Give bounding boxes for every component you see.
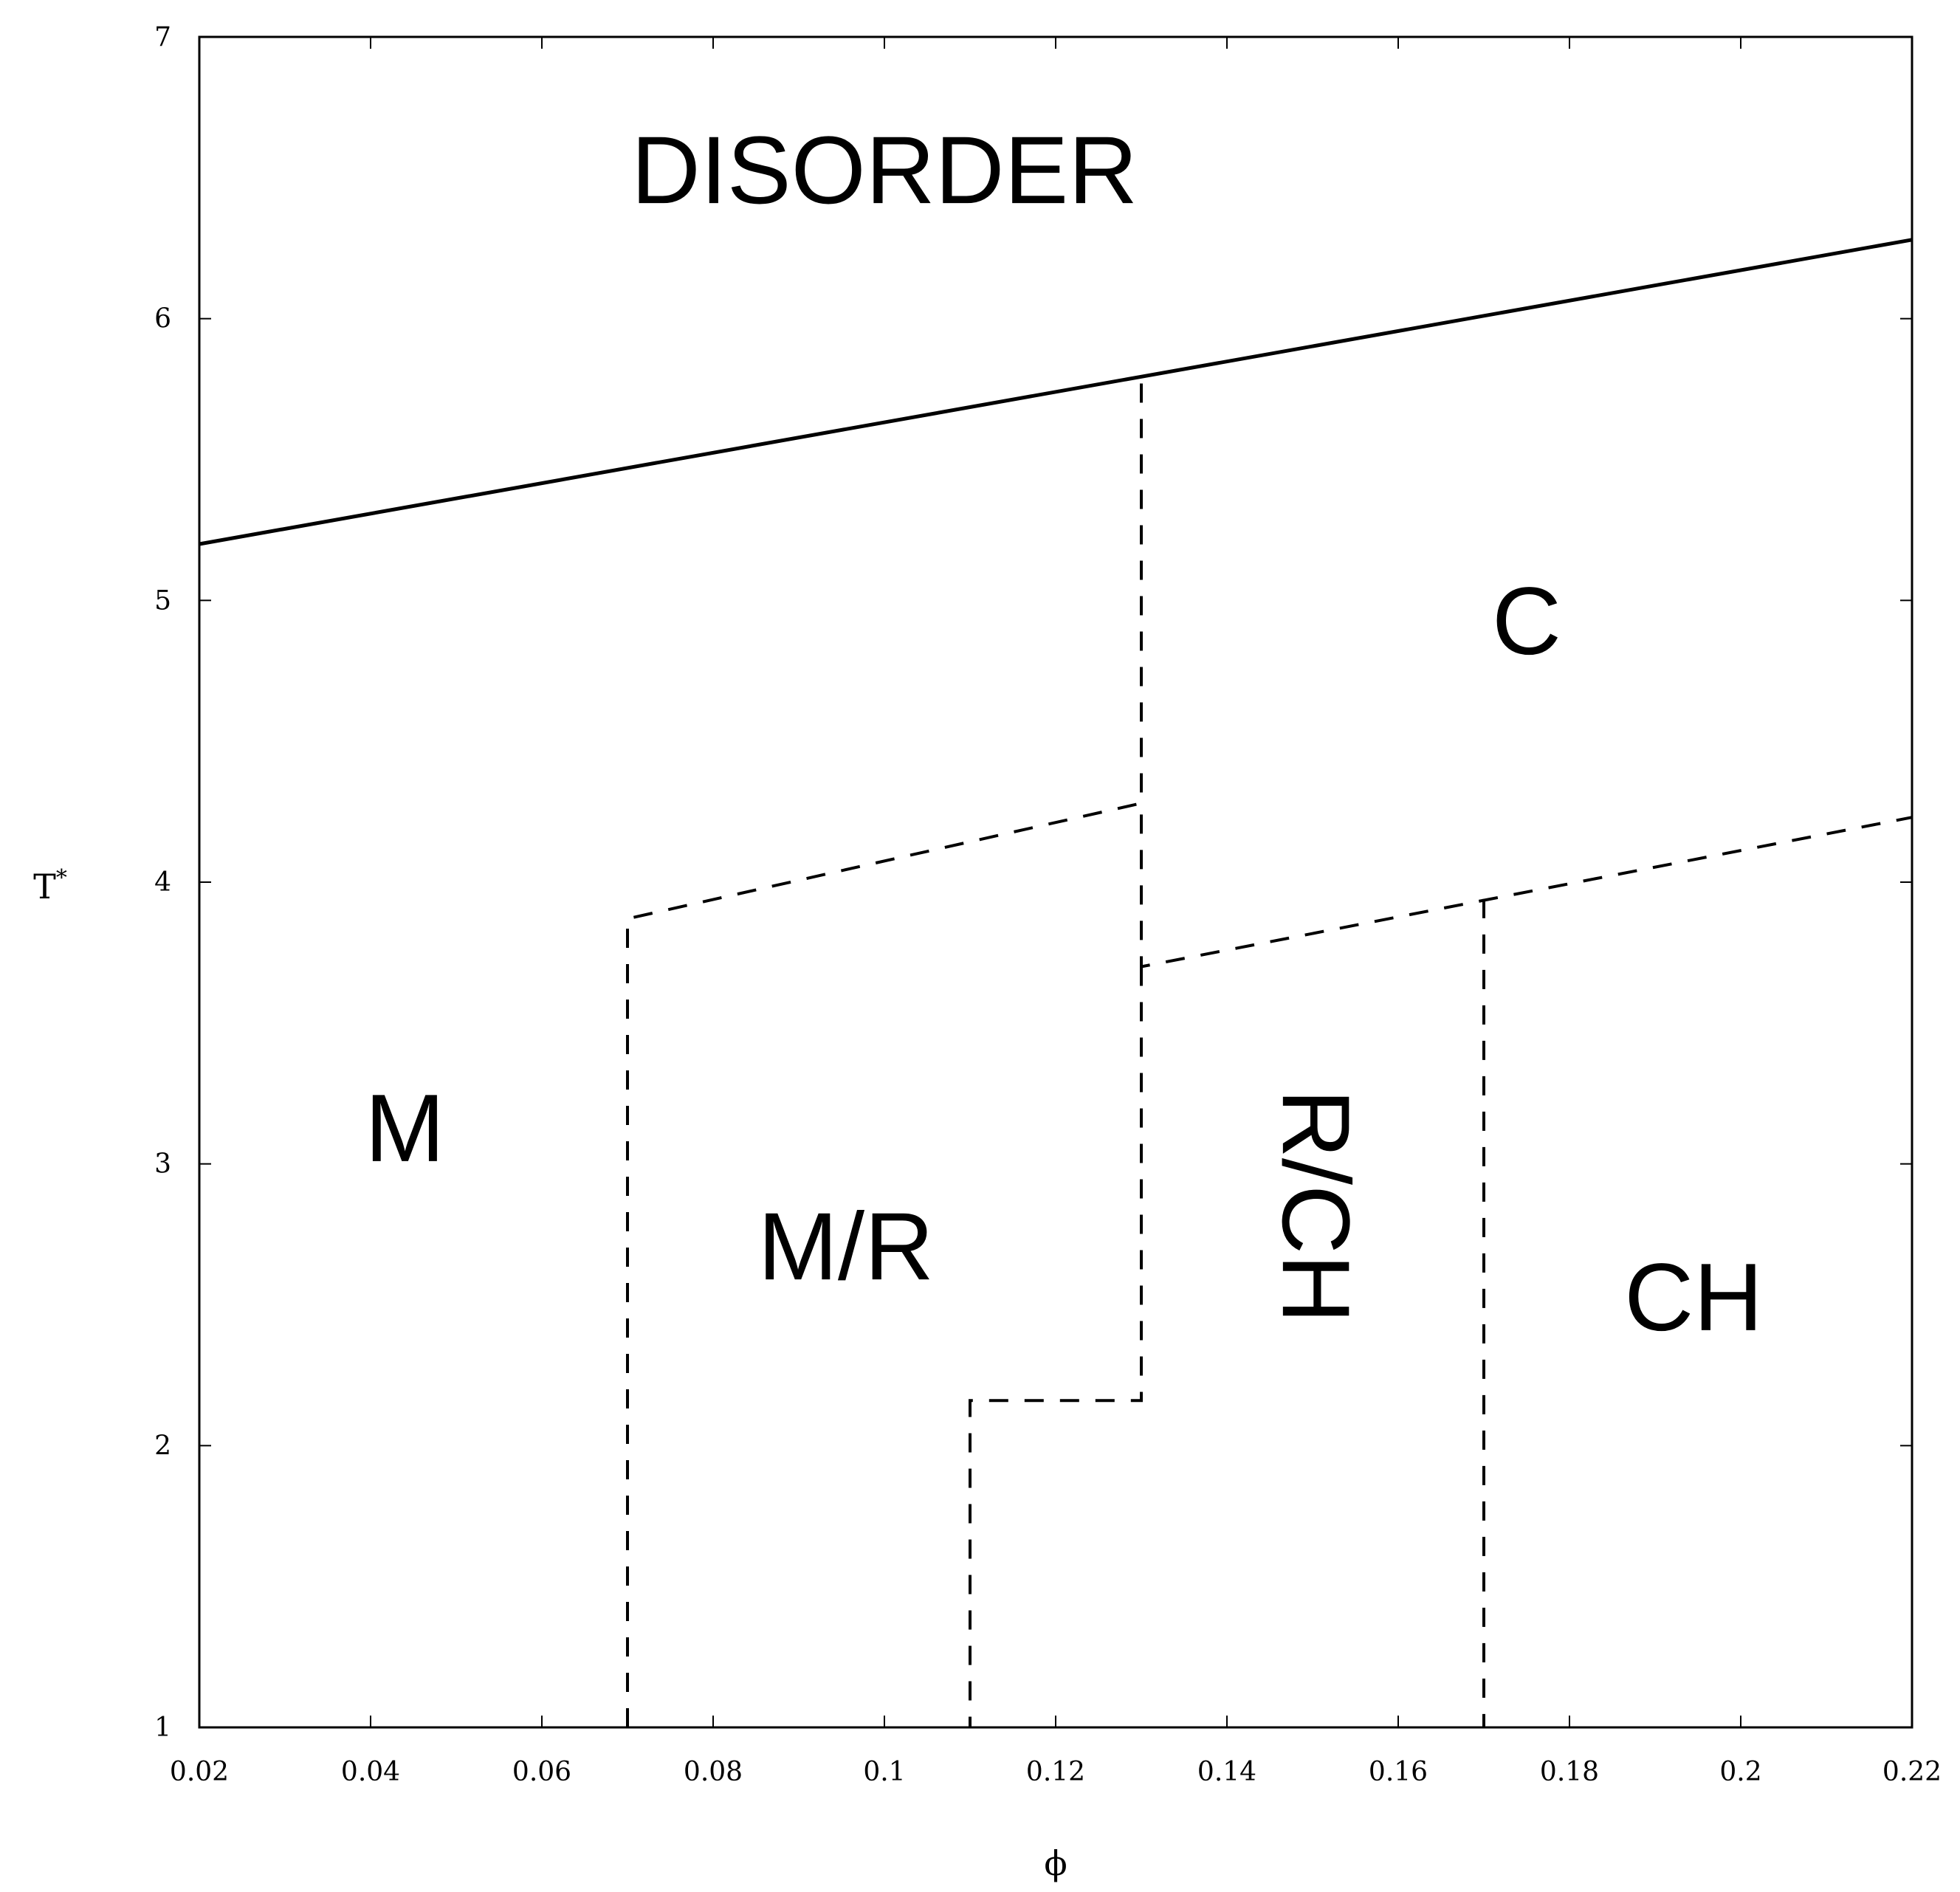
x-tick-label-9: 0.2: [1719, 1757, 1761, 1787]
y-tick-label-4: 5: [154, 585, 171, 616]
x-tick-label-10: 0.22: [1882, 1757, 1942, 1787]
region-label-ch: CH: [1624, 1243, 1763, 1351]
x-tick-label-0: 0.02: [170, 1757, 229, 1787]
y-axis-label: T*: [33, 865, 67, 907]
region-label-m: M: [365, 1074, 444, 1182]
boundary-solid-line-0: [199, 238, 1913, 546]
x-tick-label-2: 0.06: [512, 1757, 571, 1787]
x-tick-label-4: 0.1: [863, 1757, 905, 1787]
x-tick-label-3: 0.08: [684, 1757, 743, 1787]
y-tick-label-2: 3: [154, 1149, 171, 1180]
boundary-dashed-line-2: [626, 801, 1913, 1727]
boundary-dashed-line-3: [969, 966, 1143, 1727]
y-tick-label-5: 6: [154, 304, 171, 334]
x-tick-label-8: 0.18: [1540, 1757, 1599, 1787]
region-label-c: C: [1492, 567, 1561, 675]
region-label-m-r: M/R: [758, 1192, 934, 1300]
x-axis-label: ϕ: [1044, 1843, 1067, 1883]
x-tick-label-1: 0.04: [341, 1757, 400, 1787]
y-tick-label-1: 2: [154, 1431, 171, 1461]
annotation-layer: DISORDER C M M/R R/CH CH: [365, 116, 1763, 1351]
y-axis-label-superscript: *: [56, 865, 67, 891]
y-axis-label-main: T: [33, 867, 56, 907]
x-tick-labels: 0.02 0.04 0.06 0.08 0.1 0.12 0.14 0.16 0.18 0.2 0.…: [170, 1757, 1942, 1787]
plot-frame: [198, 35, 1913, 1729]
region-label-r-ch: R/CH: [1262, 1089, 1370, 1324]
x-tick-label-6: 0.14: [1197, 1757, 1256, 1787]
x-tick-label-7: 0.16: [1369, 1757, 1428, 1787]
x-tick-label-5: 0.12: [1026, 1757, 1085, 1787]
region-label-disorder: DISORDER: [631, 116, 1138, 224]
y-tick-label-6: 7: [154, 22, 171, 52]
y-tick-labels: 1 2 3 4 5 6 7: [154, 22, 171, 1743]
series-layer: [199, 238, 1913, 1727]
y-tick-label-0: 1: [154, 1713, 171, 1743]
y-tick-label-3: 4: [154, 867, 171, 898]
